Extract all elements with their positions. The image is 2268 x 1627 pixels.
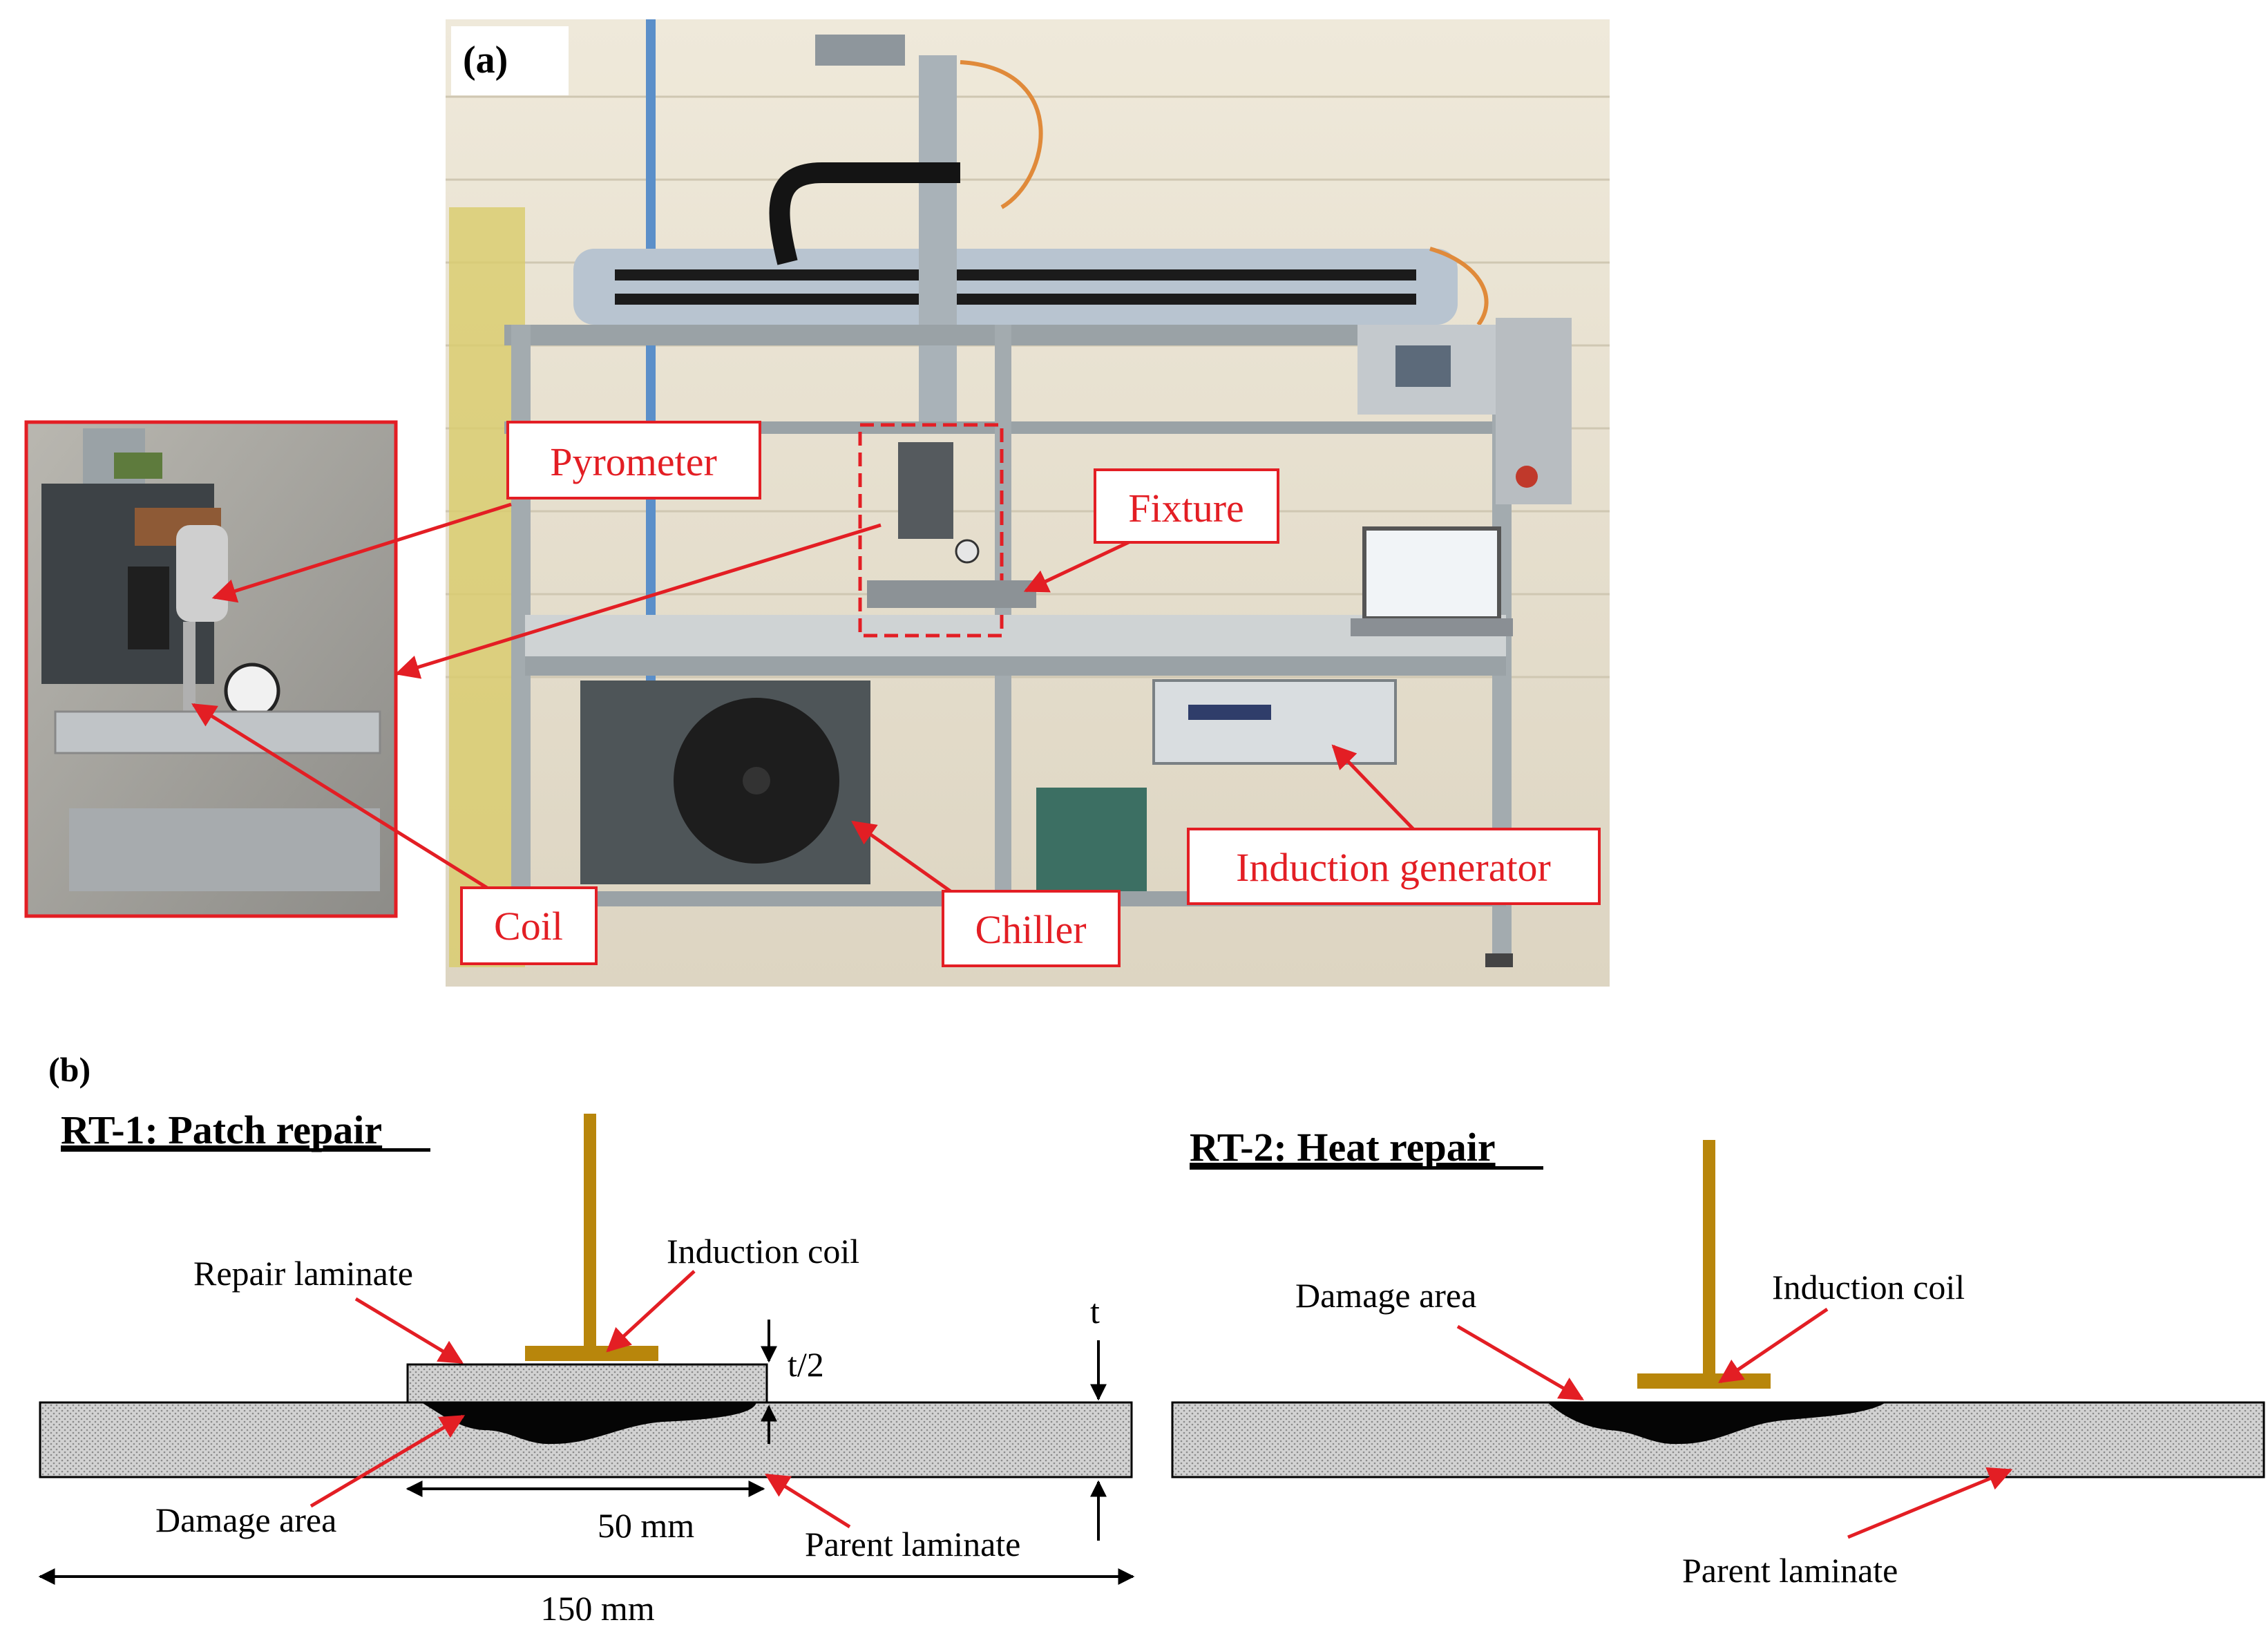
- rt1-coil-stem: [584, 1114, 596, 1349]
- callout-fixture: Fixture: [1094, 468, 1279, 544]
- rt1-dim-patch: 50 mm: [598, 1506, 694, 1545]
- panel-a: (a): [24, 19, 1610, 987]
- rt1-damage-area-label: Damage area: [155, 1501, 336, 1539]
- rt2-damage-area-label: Damage area: [1295, 1276, 1476, 1315]
- rt1-damage-area: [421, 1402, 756, 1445]
- panel-a-label-bg: [451, 26, 569, 95]
- rt2-diagram: RT-2: Heat repair Damage area Induction …: [1171, 1125, 2265, 1590]
- panel-b-label: (b): [48, 1050, 90, 1089]
- rt2-parent-laminate-label: Parent laminate: [1682, 1551, 1898, 1590]
- callout-coil: Coil: [460, 886, 598, 965]
- rt1-repair-laminate-label: Repair laminate: [193, 1254, 413, 1293]
- rt1-dim-t: t: [1090, 1292, 1100, 1331]
- rt1-repair-patch: [406, 1363, 768, 1404]
- rt1-dim-total: 150 mm: [540, 1589, 654, 1627]
- rt2-induction-coil-label: Induction coil: [1772, 1268, 1965, 1306]
- callout-induction-generator: Induction generator: [1187, 828, 1601, 905]
- rt1-title: RT-1: Patch repair: [61, 1107, 382, 1152]
- callout-pyrometer-text: Pyrometer: [550, 439, 717, 484]
- callout-fixture-text: Fixture: [1128, 486, 1244, 531]
- callout-pyrometer: Pyrometer: [506, 421, 761, 499]
- panel-b: (b) RT-1: Patch repair Repair laminate I…: [38, 1050, 2265, 1627]
- rt2-damage-area: [1547, 1402, 1886, 1445]
- rt1-coil-plate: [525, 1346, 658, 1361]
- callout-coil-text: Coil: [494, 904, 563, 949]
- panel-a-leaders: [191, 502, 1428, 900]
- callout-induction-generator-text: Induction generator: [1236, 845, 1551, 890]
- rt2-coil-plate: [1637, 1373, 1771, 1389]
- rt2-coil-stem: [1703, 1140, 1715, 1375]
- inset-photo: [24, 420, 398, 918]
- callout-chiller: Chiller: [942, 890, 1121, 967]
- callout-chiller-text: Chiller: [975, 907, 1086, 952]
- rt1-parent-laminate-label: Parent laminate: [805, 1525, 1020, 1563]
- panel-a-label: (a): [463, 39, 508, 82]
- main-photo: [446, 19, 1610, 987]
- rt1-induction-coil-label: Induction coil: [667, 1232, 859, 1271]
- rt1-diagram: RT-1: Patch repair Repair laminate Induc…: [38, 1107, 1135, 1627]
- rt2-title: RT-2: Heat repair: [1190, 1125, 1496, 1170]
- rt1-dim-half-t: t/2: [788, 1345, 824, 1384]
